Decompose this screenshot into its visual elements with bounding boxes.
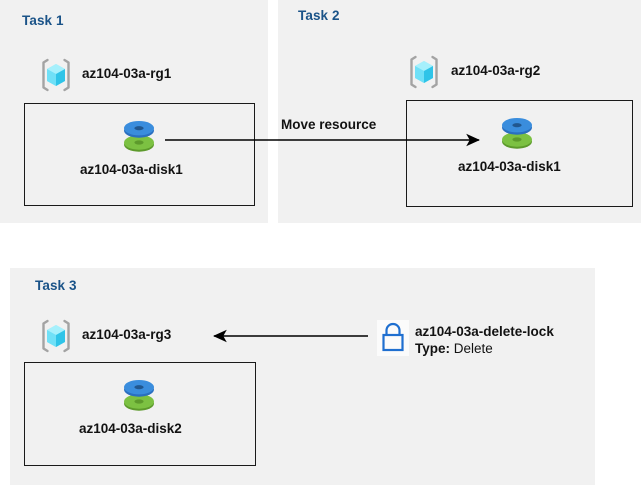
panel-title-task-3: Task 3	[35, 278, 77, 293]
disk-icon	[496, 110, 538, 154]
resource-container-task-1	[24, 103, 255, 206]
resource-group-label: az104-03a-rg2	[451, 63, 541, 78]
lock-type-label: Type: Delete	[415, 341, 493, 356]
lock-icon	[377, 320, 409, 356]
resource-label: az104-03a-disk2	[79, 421, 182, 436]
panel-title-task-1: Task 1	[22, 13, 64, 28]
lock-type-value: Delete	[453, 341, 493, 356]
panel-task-1: Task 1 az104-03a-rg1	[0, 0, 268, 223]
resource-container-task-2	[406, 100, 633, 207]
disk-icon	[118, 113, 160, 157]
resource-container-task-3	[24, 362, 256, 466]
lock-type-key: Type:	[415, 341, 451, 356]
resource-group-icon	[38, 57, 74, 93]
panel-task-3: Task 3 az104-03a-rg3 az104-0	[10, 268, 595, 485]
resource-group-label: az104-03a-rg1	[82, 66, 172, 81]
connector-label-move-resource: Move resource	[281, 117, 377, 132]
resource-group-label: az104-03a-rg3	[82, 327, 172, 342]
resource-group-icon	[38, 318, 74, 354]
resource-label: az104-03a-disk1	[80, 162, 183, 177]
disk-icon	[118, 372, 160, 416]
lock-name-label: az104-03a-delete-lock	[415, 324, 554, 339]
resource-group-icon	[406, 54, 442, 90]
panel-task-2: Task 2 az104-03a-rg2 az104-0	[278, 0, 641, 223]
resource-label: az104-03a-disk1	[458, 159, 561, 174]
panel-title-task-2: Task 2	[298, 8, 340, 23]
